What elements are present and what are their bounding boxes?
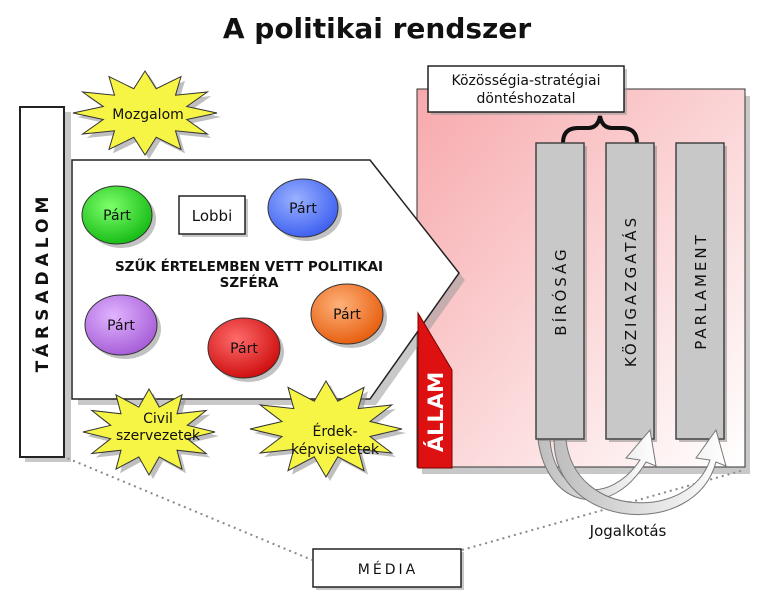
- column-kozigazgatas: KÖZIGAZGATÁS: [605, 142, 657, 442]
- civil-label-line1: Civil: [143, 411, 173, 427]
- lawmaking-arrows: Jogalkotás: [537, 428, 727, 540]
- state-band: ÁLLAM: [417, 311, 453, 469]
- lobby-label: Lobbi: [192, 207, 232, 225]
- party-red: Párt: [207, 317, 284, 382]
- media-box: MÉDIA: [312, 548, 464, 590]
- lobby-box: Lobbi: [178, 195, 248, 237]
- political-sphere-label-line1: SZŰK ÉRTELEMBEN VETT POLITIKAI: [115, 257, 383, 275]
- party-blue: Párt: [267, 178, 342, 241]
- column-birosag: BÍRÓSÁG: [535, 142, 587, 442]
- party-label: Párt: [333, 307, 361, 323]
- party-label: Párt: [230, 341, 258, 357]
- mozgalom-label: Mozgalom: [112, 107, 184, 123]
- media-label: MÉDIA: [358, 561, 418, 578]
- state-label: ÁLLAM: [423, 372, 448, 452]
- column-parlament: PARLAMENT: [675, 142, 727, 442]
- party-purple: Párt: [84, 294, 161, 359]
- society-label: TÁRSADALOM: [31, 192, 53, 373]
- brace-connector: [561, 115, 639, 144]
- curved-arrow-icon: [553, 428, 727, 516]
- erdek-label-line2: képviseletek: [291, 442, 380, 458]
- media-connector-left: [61, 455, 313, 561]
- star-mozgalom: Mozgalom: [72, 70, 221, 159]
- decision-label-line1: Közösségia-stratégiai: [451, 73, 600, 89]
- civil-label-line2: szervezetek: [116, 428, 201, 444]
- branch-label: BÍRÓSÁG: [551, 246, 570, 335]
- star-erdek: Érdek- képviseletek: [249, 380, 406, 481]
- party-orange: Párt: [310, 283, 387, 348]
- party-label: Párt: [289, 201, 317, 217]
- branch-label: KÖZIGAZGATÁS: [621, 215, 640, 367]
- lawmaking-label: Jogalkotás: [589, 522, 667, 540]
- branch-label: PARLAMENT: [692, 232, 710, 350]
- party-green: Párt: [81, 185, 156, 248]
- party-label: Párt: [103, 208, 131, 224]
- decision-label-line2: döntéshozatal: [476, 91, 575, 107]
- media-connector-right: [461, 469, 745, 551]
- decision-box: Közösségia-stratégiai döntéshozatal: [427, 65, 627, 115]
- political-sphere-label-line2: SZFÉRA: [220, 274, 279, 291]
- diagram-title: A politikai rendszer: [223, 12, 531, 45]
- erdek-label-line1: Érdek-: [312, 423, 357, 440]
- society-bar: TÁRSADALOM: [19, 106, 71, 462]
- star-civil: Civil szervezetek: [82, 387, 219, 479]
- party-label: Párt: [107, 318, 135, 334]
